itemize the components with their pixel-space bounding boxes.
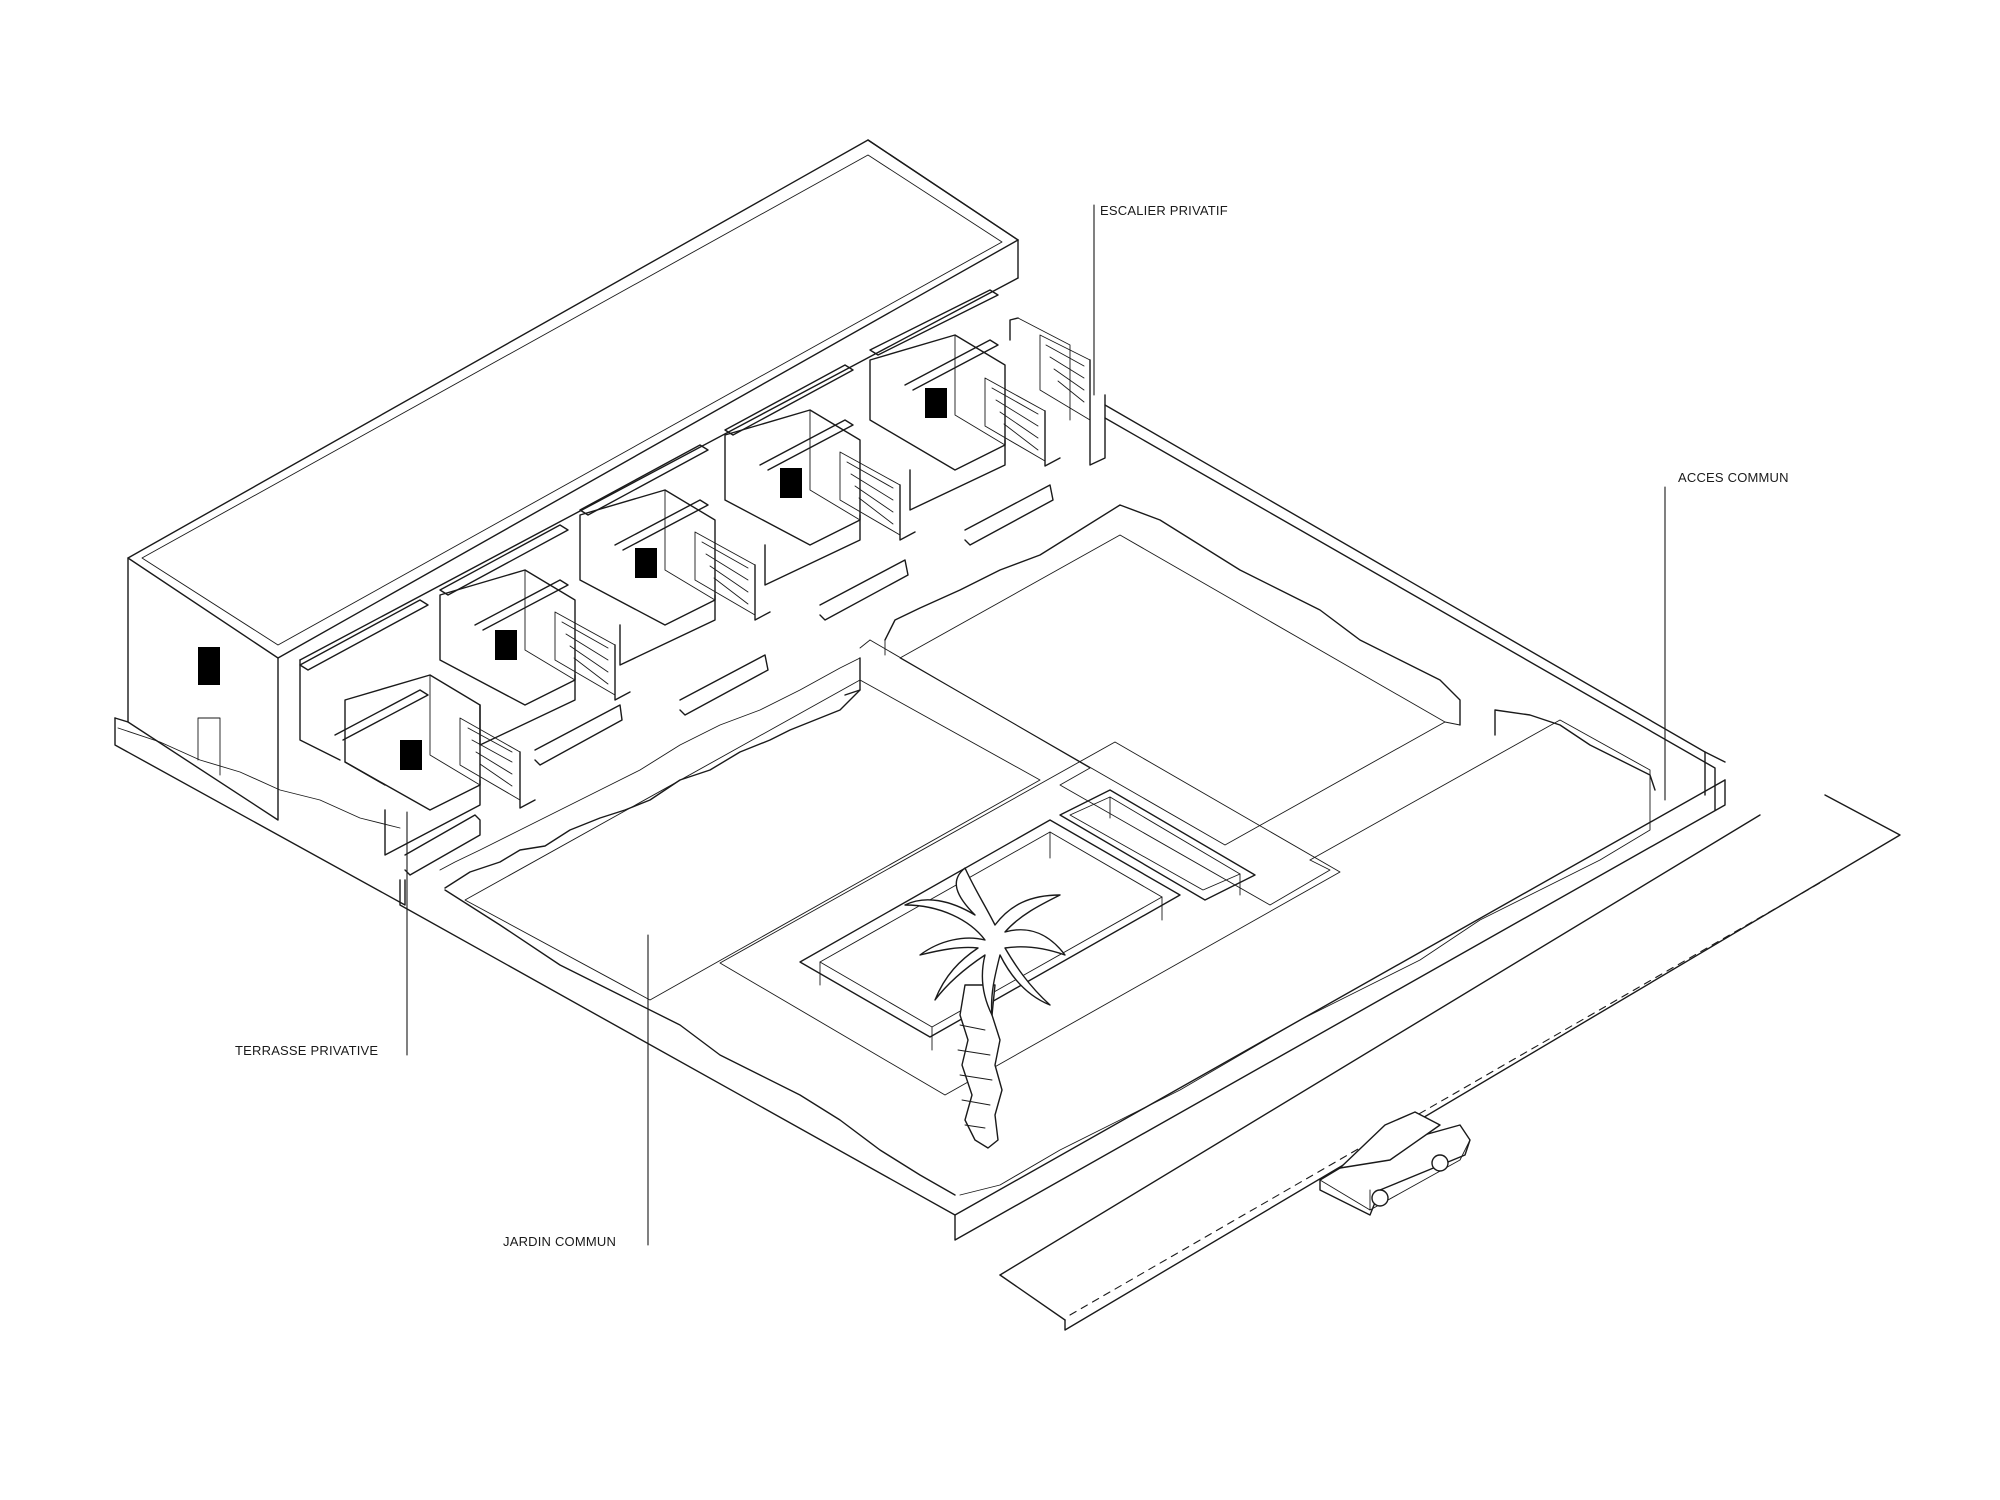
garden-plot-left: [439, 657, 1041, 1001]
unit-3: [579, 489, 771, 716]
gable-window: [198, 647, 220, 685]
unit-1: [344, 674, 536, 876]
building-roof: [127, 139, 1019, 659]
plinth-ground-line: [117, 727, 401, 829]
leader-lines: [406, 204, 1666, 1246]
unit-5: [869, 334, 1061, 546]
garden-plot-front: [444, 709, 1656, 1196]
gable-door: [197, 717, 221, 776]
garden-plot-right: [884, 504, 1461, 846]
awnings: [299, 289, 999, 741]
unit-6: [1009, 317, 1106, 466]
palm-tree: [904, 867, 1066, 1149]
pool-rim-outer: [799, 819, 1181, 1038]
pool: [799, 789, 1256, 1051]
gable-wall: [127, 557, 279, 821]
unit-2: [439, 569, 631, 766]
central-path: [869, 639, 1331, 906]
label-escalier-privatif: ESCALIER PRIVATIF: [1100, 203, 1228, 218]
label-acces-commun: ACCES COMMUN: [1678, 470, 1789, 485]
unit-3-bench: [679, 654, 769, 716]
label-terrasse-privative: TERRASSE PRIVATIVE: [235, 1043, 379, 1058]
site-plinth: [399, 404, 1726, 1241]
label-jardin-commun: JARDIN COMMUN: [503, 1234, 617, 1249]
car-icon: [1319, 1111, 1471, 1216]
unit-5-bench: [964, 484, 1054, 546]
pool-basin: [1059, 789, 1256, 901]
building-block: [114, 139, 1019, 906]
roof-parapet: [141, 154, 1003, 646]
unit-1-bench: [404, 814, 481, 876]
pool-deck: [719, 741, 1341, 1096]
base-plinth: [114, 717, 406, 906]
unit-2-bench: [534, 704, 623, 766]
unit-4-bench: [819, 559, 909, 621]
unit-4: [724, 409, 916, 621]
street: [999, 794, 1901, 1331]
unit-modules: [299, 277, 1106, 876]
